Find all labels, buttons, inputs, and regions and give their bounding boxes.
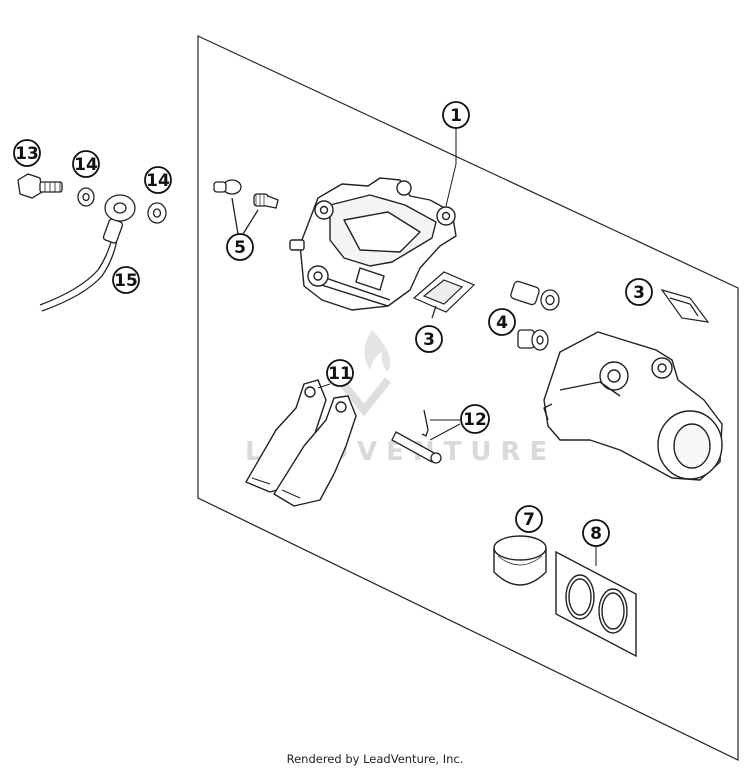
callout-14-right-label: 14 bbox=[146, 171, 170, 191]
callout-4-label: 4 bbox=[496, 313, 508, 333]
callout-13: 13 bbox=[13, 139, 41, 167]
render-credit: Rendered by LeadVenture, Inc. bbox=[286, 752, 464, 766]
caliper-piston bbox=[493, 535, 547, 586]
pad-shim-right bbox=[660, 288, 710, 323]
callout-7-label: 7 bbox=[523, 510, 535, 530]
callout-15: 15 bbox=[112, 266, 140, 294]
callout-4: 4 bbox=[488, 308, 516, 336]
kit-outline bbox=[197, 35, 739, 761]
callout-8: 8 bbox=[582, 519, 610, 566]
caliper-housing bbox=[289, 163, 457, 311]
callout-8-label: 8 bbox=[590, 524, 602, 544]
callout-12-label: 12 bbox=[463, 410, 487, 430]
callout-11-label: 11 bbox=[328, 364, 352, 384]
callout-11: 11 bbox=[326, 359, 354, 387]
seal-kit bbox=[555, 550, 637, 658]
callout-1: 1 bbox=[442, 101, 470, 164]
callout-5-label: 5 bbox=[234, 238, 246, 258]
guide-bushings bbox=[510, 280, 560, 351]
banjo-bolt bbox=[17, 173, 63, 199]
callout-13-label: 13 bbox=[15, 144, 39, 164]
brake-pads bbox=[245, 379, 357, 507]
callout-3-right-label: 3 bbox=[633, 283, 645, 303]
callout-5: 5 bbox=[226, 233, 254, 261]
caliper-carrier bbox=[543, 331, 723, 481]
callout-1-label: 1 bbox=[450, 106, 462, 126]
callout-14-right: 14 bbox=[144, 166, 172, 194]
callout-7: 7 bbox=[515, 505, 543, 533]
pad-pin bbox=[391, 409, 461, 464]
sealing-washers bbox=[77, 187, 167, 224]
callout-3-left: 3 bbox=[415, 325, 443, 353]
callout-15-label: 15 bbox=[114, 271, 138, 291]
callout-14-left-label: 14 bbox=[74, 155, 98, 175]
callout-12: 12 bbox=[460, 404, 490, 434]
callout-3-left-label: 3 bbox=[423, 330, 435, 350]
callout-14-left: 14 bbox=[72, 150, 100, 178]
brake-hose bbox=[39, 194, 136, 312]
callouts: 1 13 14 14 15 5 3 3 bbox=[13, 101, 653, 566]
callout-3-right: 3 bbox=[625, 278, 653, 306]
bleed-screws bbox=[213, 179, 279, 235]
pad-shim-left bbox=[412, 271, 476, 319]
